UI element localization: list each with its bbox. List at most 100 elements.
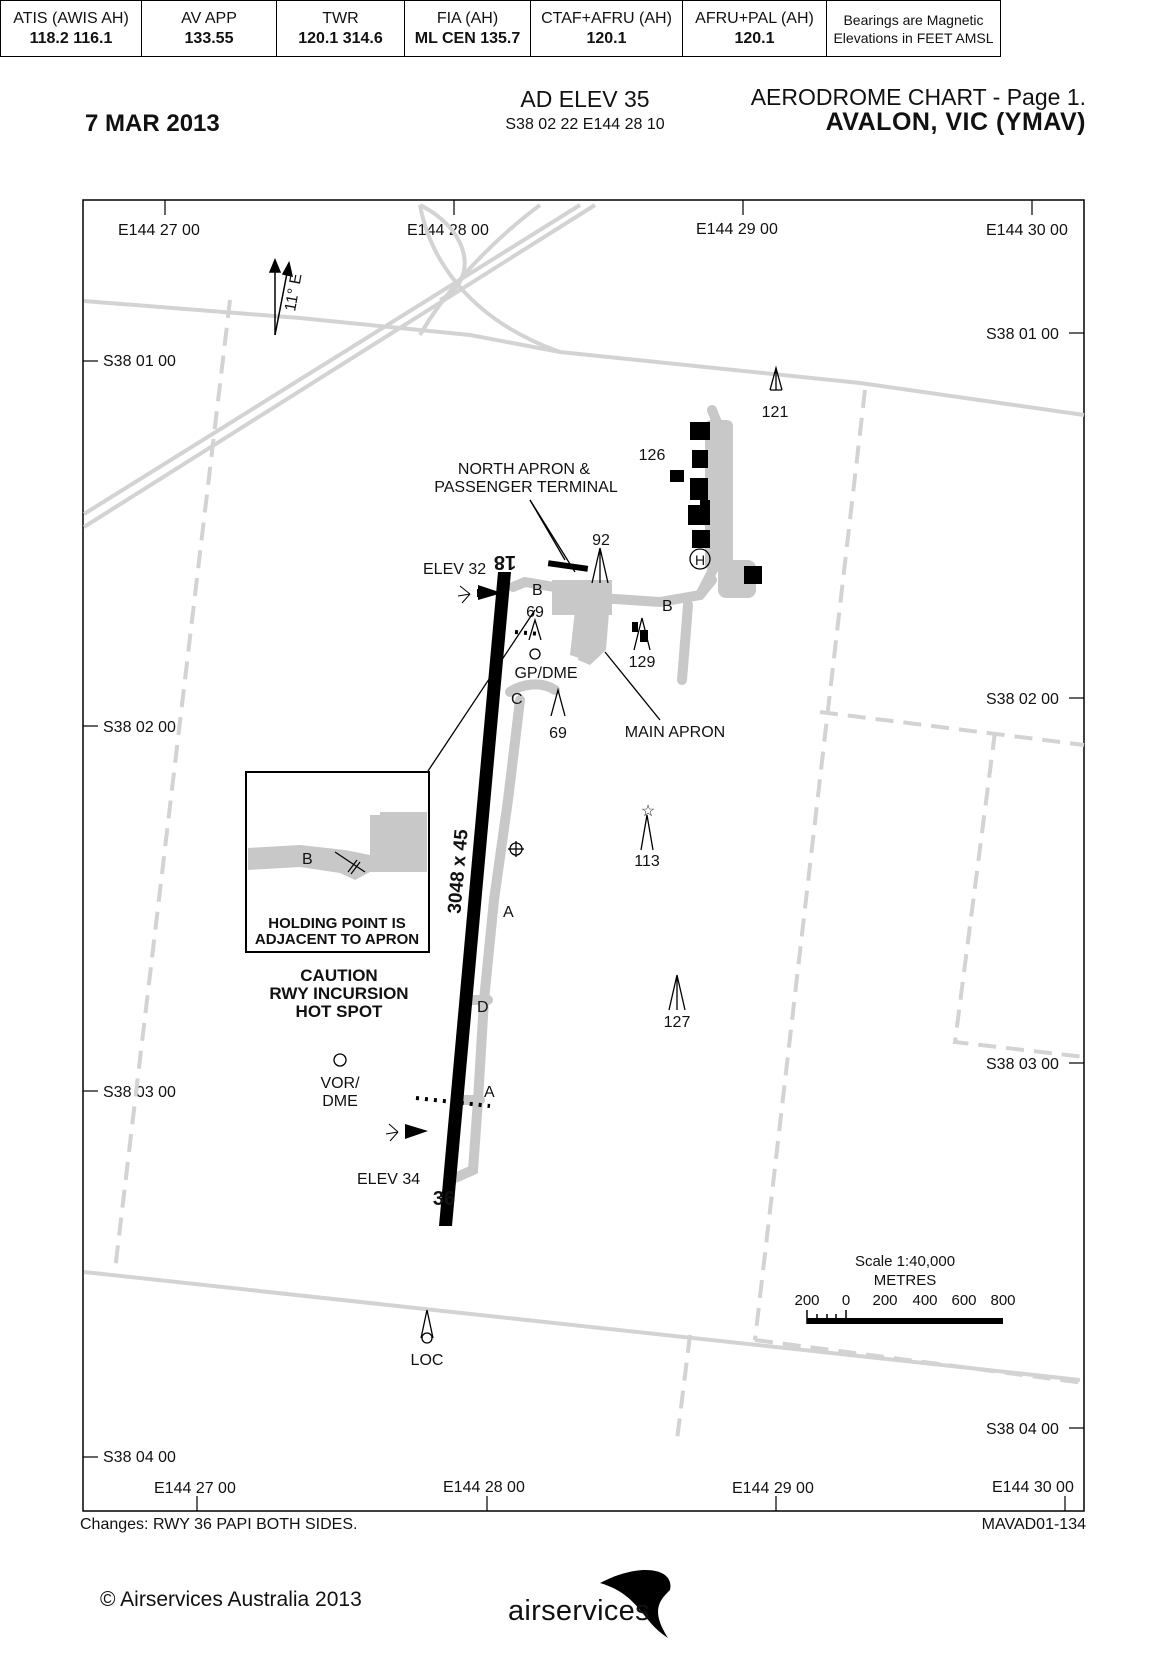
copyright: © Airservices Australia 2013 — [100, 1588, 362, 1611]
chart-reference: MAVAD01-134 — [981, 1516, 1086, 1533]
inset-note-line2: ADJACENT TO APRON — [255, 931, 419, 948]
obstacle-icon — [633, 617, 651, 651]
lat-label-left: S38 01 00 — [103, 353, 176, 370]
obstacle-icon — [528, 617, 542, 641]
north-apron-label: NORTH APRON & — [458, 461, 591, 478]
scale-bar: Scale 1:40,000 METRES 200 0 200 400 600 … — [794, 1253, 1016, 1324]
freq-label: CTAF+AFRU (AH) — [541, 9, 672, 27]
lat-label-right: S38 01 00 — [986, 326, 1059, 343]
loc-icon — [421, 1332, 433, 1344]
elev-north-label: ELEV 32 — [423, 561, 486, 578]
lon-label-bottom: E144 29 00 — [732, 1480, 814, 1497]
freq-cell-afru: AFRU+PAL (AH) 120.1 — [683, 1, 827, 56]
loc-icon — [420, 1309, 434, 1339]
chart-title: AERODROME CHART - Page 1. — [750, 84, 1086, 110]
scale-tick-label: 0 — [842, 1292, 850, 1309]
freq-cell-twr: TWR 120.1 314.6 — [277, 1, 405, 56]
caution-line3: HOT SPOT — [296, 1002, 384, 1021]
obstacle-icon — [591, 547, 609, 584]
north-arrow-icon — [268, 258, 293, 336]
inset-note-line1: HOLDING POINT IS — [268, 915, 406, 932]
loc-label: LOC — [411, 1352, 444, 1369]
lon-label-top: E144 27 00 — [118, 222, 200, 239]
obstacle-height: 92 — [592, 532, 610, 549]
freq-value: 120.1 — [586, 29, 627, 47]
note-elevations: Elevations in FEET AMSL — [833, 29, 994, 46]
scale-tick-label: 200 — [872, 1292, 897, 1309]
main-apron-label: MAIN APRON — [625, 724, 725, 741]
runway-18-36 — [439, 572, 511, 1226]
obstacle-height: 126 — [639, 447, 666, 464]
changes-note: Changes: RWY 36 PAPI BOTH SIDES. — [80, 1516, 358, 1533]
buildings — [547, 422, 762, 642]
lat-label-right: S38 03 00 — [986, 1056, 1059, 1073]
freq-cell-ctaf: CTAF+AFRU (AH) 120.1 — [531, 1, 683, 56]
aerodrome-coordinates: S38 02 22 E144 28 10 — [505, 116, 665, 133]
freq-cell-atis: ATIS (AWIS AH) 118.2 116.1 — [1, 1, 142, 56]
obstacle-height: 127 — [664, 1014, 691, 1031]
boundary-lines — [113, 299, 1085, 1441]
freq-value: ML CEN 135.7 — [414, 29, 521, 47]
helipad-letter: H — [695, 552, 705, 568]
freq-value: 120.1 314.6 — [298, 29, 383, 47]
scale-unit: METRES — [874, 1272, 937, 1289]
scale-tick-label: 400 — [912, 1292, 937, 1309]
aerodrome-elevation: AD ELEV 35 — [520, 86, 650, 112]
freq-cell-fia: FIA (AH) ML CEN 135.7 — [405, 1, 531, 56]
caution-line2: RWY INCURSION — [269, 984, 408, 1003]
elev-south-label: ELEV 34 — [357, 1171, 420, 1188]
obstacle-icon — [769, 365, 783, 391]
obstacle-icon — [550, 687, 566, 717]
lat-label-left: S38 02 00 — [103, 719, 176, 736]
map-labels: ELEV 32 ELEV 34 NORTH APRON & PASSENGER … — [320, 461, 725, 1369]
twy-b-north-label: B — [532, 582, 543, 599]
frequency-bar: ATIS (AWIS AH) 118.2 116.1 AV APP 133.55… — [0, 0, 1001, 57]
aerodrome-name: AVALON, VIC (YMAV) — [825, 108, 1086, 136]
helipad-icon — [689, 548, 711, 570]
lon-label-top: E144 30 00 — [986, 222, 1068, 239]
vor-label: VOR/ — [320, 1075, 360, 1092]
freq-cell-notes: Bearings are Magnetic Elevations in FEET… — [827, 1, 1000, 56]
grid-labels: E144 27 00 E144 28 00 E144 29 00 E144 30… — [103, 221, 1074, 1497]
papi-south — [385, 1123, 428, 1142]
papi-north — [457, 585, 502, 604]
scale-tick-label: 200 — [794, 1292, 819, 1309]
lat-label-left: S38 03 00 — [103, 1084, 176, 1101]
airservices-logo-text: airservices — [508, 1595, 650, 1627]
freq-label: AFRU+PAL (AH) — [695, 9, 814, 27]
beacon-icon: ☆ — [641, 803, 655, 820]
freq-cell-app: AV APP 133.55 — [142, 1, 277, 56]
twy-a-label: A — [503, 904, 514, 921]
map-frame — [82, 199, 1085, 1512]
holding-points — [415, 630, 541, 1108]
lat-label-right: S38 02 00 — [986, 691, 1059, 708]
lon-label-bottom: E144 30 00 — [992, 1479, 1074, 1496]
lon-label-bottom: E144 28 00 — [443, 1479, 525, 1496]
obstacle-height: 129 — [629, 654, 656, 671]
inset-twy-b-label: B — [302, 851, 313, 868]
obstacle-height: 69 — [549, 725, 567, 742]
roads — [82, 203, 1085, 1382]
lat-label-right: S38 04 00 — [986, 1421, 1059, 1438]
lon-label-bottom: E144 27 00 — [154, 1480, 236, 1497]
obstacle-heights: 121 126 92 69 129 69 113 127 — [526, 404, 788, 1031]
lon-label-top: E144 29 00 — [696, 221, 778, 238]
callout-lines — [427, 499, 661, 772]
twy-c-label: C — [511, 691, 523, 708]
freq-label: FIA (AH) — [436, 9, 499, 27]
caution-line1: CAUTION — [300, 966, 377, 985]
freq-label: AV APP — [181, 9, 237, 27]
obstacles — [528, 365, 783, 1011]
freq-value: 118.2 116.1 — [29, 29, 113, 47]
scale-title: Scale 1:40,000 — [855, 1253, 955, 1270]
lat-label-left: S38 04 00 — [103, 1449, 176, 1466]
twy-a-label: A — [484, 1084, 495, 1101]
twy-d-label: D — [477, 999, 489, 1016]
gp-dme-label: GP/DME — [514, 665, 577, 682]
dme-label: DME — [322, 1093, 358, 1110]
chart-date: 7 MAR 2013 — [85, 110, 220, 137]
magnetic-variation: 11° E — [282, 272, 305, 312]
passenger-terminal-label: PASSENGER TERMINAL — [434, 479, 618, 496]
obstacle-icon — [668, 974, 686, 1011]
